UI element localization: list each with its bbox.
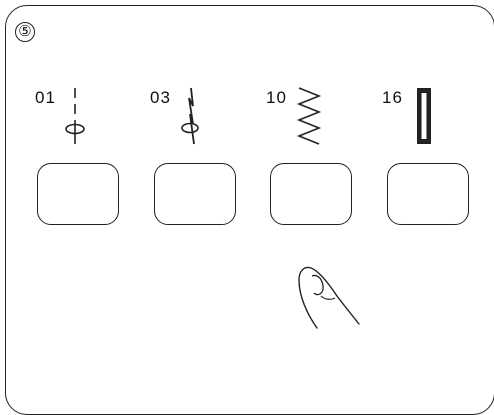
stitch-16-button[interactable]: [387, 163, 469, 225]
stitch-number-03: 03: [150, 88, 171, 108]
straight-stitch-icon: [58, 86, 92, 148]
stitch-03-button[interactable]: [154, 163, 236, 225]
finger-press-icon: [285, 262, 375, 342]
stretch-straight-stitch-icon: [176, 84, 210, 148]
stitch-number-01: 01: [35, 88, 56, 108]
buttonhole-stitch-icon: [415, 86, 433, 148]
stitch-01-button[interactable]: [37, 163, 119, 225]
stitch-10-button[interactable]: [270, 163, 352, 225]
stitch-number-10: 10: [266, 88, 287, 108]
zigzag-stitch-icon: [293, 84, 325, 148]
step-number-badge: ⑤: [15, 22, 35, 42]
stitch-number-16: 16: [382, 88, 403, 108]
